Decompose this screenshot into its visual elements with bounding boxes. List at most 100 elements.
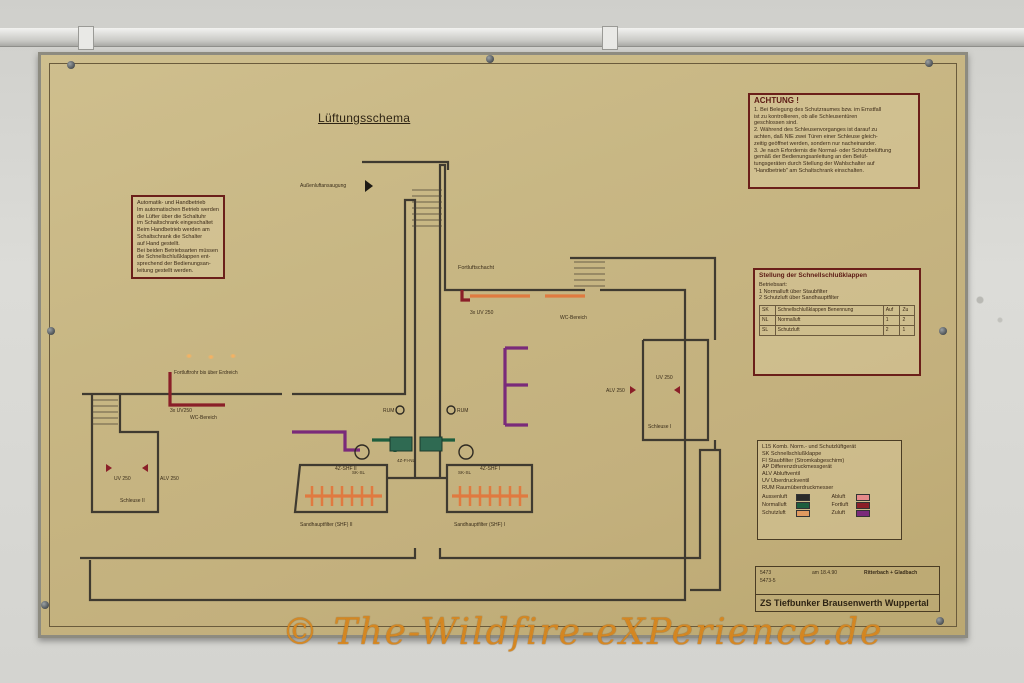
table-cell: 2 — [882, 325, 901, 337]
table-row: SL Schutzluft 2 1 — [759, 325, 915, 337]
light-reflection — [230, 354, 236, 358]
automatik-line: Im automatischen Betrieb werden — [137, 206, 219, 213]
schleuse-left-walls — [90, 394, 160, 514]
legend-swatch-row: Normalluft — [762, 502, 828, 510]
legend-swatches: Aussenluft Abluft Normalluft Fortluft Sc… — [762, 494, 897, 518]
achtung-line: achten, daß NIE zwei Türen einer Schleus… — [754, 133, 878, 140]
achtung-line: 3. Je nach Erfordernis die Normal- oder … — [754, 147, 892, 154]
swatch-label: Abluft — [831, 494, 846, 501]
intake-arrow — [365, 180, 373, 192]
intake-shaft — [362, 160, 450, 170]
stellung-heading: Stellung der Schnellschlußklappen — [759, 272, 867, 279]
automatik-line: die Schnellschlußklappen ent- — [137, 254, 211, 261]
achtung-heading: ACHTUNG ! — [754, 96, 799, 105]
title-block-date: am 18.4.90 — [812, 570, 838, 576]
label-sk-right: SK-SL — [458, 470, 472, 475]
screw — [936, 617, 944, 625]
screw — [41, 601, 49, 609]
achtung-line: geschlossen sind. — [754, 120, 798, 127]
title-block-main: ZS Tiefbunker Brausenwerth Wuppertal — [760, 598, 929, 608]
label-uv-left: UV 250 — [114, 476, 131, 482]
legend-swatch-row: Zuluft — [832, 510, 898, 518]
label-alv-right: ALV 250 — [606, 388, 625, 394]
swatch-label: Aussenluft — [762, 494, 788, 501]
label-uv250-top: 3x UV 250 — [470, 310, 494, 316]
fan-right — [458, 444, 474, 460]
filter-housings — [293, 463, 534, 514]
fortluft-duct-top-end — [460, 290, 470, 302]
title-block-firm: Ritterbach + Gladbach — [864, 570, 918, 576]
achtung-line: tungsgeräten durch Stellung der Wahlscha… — [754, 161, 875, 168]
screw — [486, 55, 494, 63]
table-cell: 2 — [899, 315, 915, 327]
table-header: Schnellschlußklappen Benennung — [774, 305, 884, 317]
stellung-table: SK Schnellschlußklappen Benennung Auf Zu… — [759, 305, 915, 337]
achtung-line: ist zu kontrollieren, ob alle Schleusent… — [754, 113, 858, 120]
label-sk-left: SK-SL — [352, 470, 366, 475]
achtung-box: ACHTUNG ! 1. Bei Belegung des Schutzraum… — [748, 93, 920, 189]
stellung-box: Stellung der Schnellschlußklappen Betrie… — [753, 268, 921, 376]
swatch-aussenluft — [796, 494, 810, 502]
table-header-row: SK Schnellschlußklappen Benennung Auf Zu — [759, 305, 915, 317]
ventilation-plan-board — [38, 52, 968, 638]
swatch-fortluft — [855, 502, 870, 510]
lower-corridor — [80, 448, 722, 592]
automatik-line: auf Hand gestellt. — [137, 240, 180, 247]
achtung-line: 1. Bei Belegung des Schutzraumes bzw. im… — [754, 106, 882, 113]
automatik-line: sprechend der Bedienungsan- — [137, 261, 211, 268]
legend-item: SK Schnellschlußklappe — [762, 450, 822, 457]
achtung-line: zeitig geöffnet werden, sondern nur nach… — [754, 140, 877, 147]
automatik-line: die Lüfter über die Schaltuhr — [137, 213, 207, 220]
screw — [925, 59, 933, 67]
pipe-clip — [78, 26, 94, 50]
swatch-label: Schutzluft — [762, 510, 786, 517]
table-header: Zu — [899, 305, 915, 317]
automatik-line: Beim Handbetrieb werden am — [137, 227, 210, 234]
stellung-mode: 1 Normalluft über Staubfilter — [759, 288, 828, 295]
title-block-divider — [756, 594, 939, 595]
table-cell: Normalluft — [774, 315, 884, 327]
table-cell: 1 — [882, 315, 901, 327]
table-cell: Schutzluft — [774, 325, 884, 337]
schleuse-right-walls — [641, 338, 710, 442]
table-cell: 1 — [899, 325, 915, 337]
label-fortluftschacht: Fortluftschacht — [458, 265, 495, 271]
swatch-label: Zuluft — [831, 510, 845, 517]
zuluft-duct-left — [292, 430, 360, 452]
stellung-mode: 2 Schutzluft über Sandhauptfilter — [759, 295, 839, 302]
achtung-line: "Handbetrieb" am Schaltschrank einschalt… — [754, 167, 864, 174]
label-sandhaupt-left: Sandhauptfilter (SHF) II — [300, 522, 353, 528]
automatik-line: Schaltschrank die Schalter — [137, 233, 203, 240]
label-aussenluft: Außenluftansaugung — [300, 183, 346, 189]
normalluft-filter-right — [419, 436, 443, 452]
legend-item: ALV Abluftventil — [762, 471, 801, 478]
automatik-info-box: Automatik- und Handbetrieb Im automatisc… — [131, 195, 225, 279]
fan-left — [354, 444, 370, 460]
label-sandhaupt-right: Sandhauptfilter (SHF) I — [454, 522, 505, 528]
automatik-line: Bei beiden Betriebsarten müssen — [137, 247, 219, 254]
label-wc-left: WC-Bereich — [190, 415, 217, 421]
swatch-schutzluft — [796, 510, 810, 518]
label-shf-right: 4Z-SHF I — [480, 466, 500, 472]
right-block — [570, 256, 717, 450]
table-row: NL Normalluft 1 2 — [759, 315, 915, 327]
swatch-normalluft — [796, 502, 810, 510]
legend-item: L15 Komb. Norm.- und Schutzlüftgerät — [762, 444, 856, 450]
light-reflection — [208, 355, 214, 359]
label-schleuse-right: Schleuse I — [648, 424, 671, 430]
label-alv-left: ALV 250 — [160, 476, 179, 482]
table-header: Auf — [882, 305, 901, 317]
legend-swatch-row: Schutzluft — [762, 510, 828, 518]
legend-box: L15 Komb. Norm.- und Schutzlüftgerät SK … — [757, 440, 902, 540]
label-schleuse-left: Schleuse II — [120, 498, 145, 504]
normalluft-filter-left — [389, 436, 413, 452]
title-block-no2: 5473-5 — [760, 578, 776, 584]
label-rum-right: RUM — [457, 408, 468, 414]
label-fi-nl: 4Z-FI-NL — [397, 458, 415, 463]
legend-swatch-row: Abluft — [832, 494, 898, 502]
swatch-label: Normalluft — [762, 502, 787, 509]
screw — [67, 61, 75, 69]
swatch-label: Fortluft — [831, 502, 849, 509]
label-wc-top: WC-Bereich — [560, 315, 587, 321]
